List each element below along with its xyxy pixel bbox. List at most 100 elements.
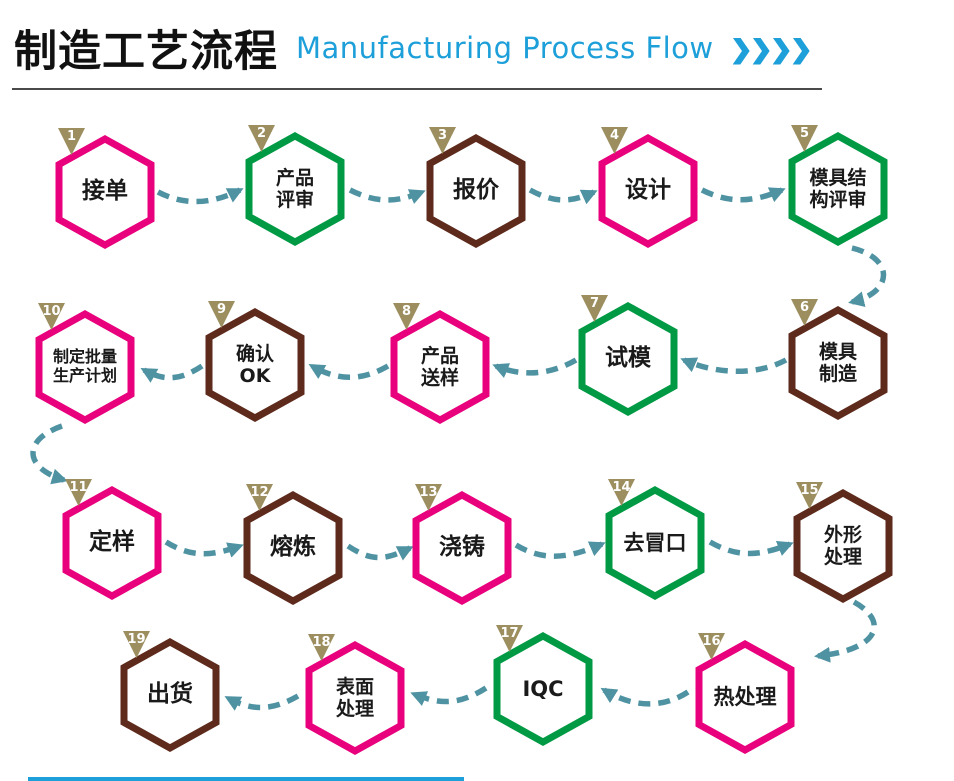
flow-arrow <box>410 685 488 706</box>
step-label: 表面 处理 <box>335 675 374 720</box>
flow-arrow <box>492 357 578 378</box>
flow-arrow <box>346 543 414 561</box>
hexagon-shape <box>305 641 405 755</box>
process-step-1: 接单 1 <box>55 128 155 249</box>
step-label: 产品 评审 <box>275 166 314 211</box>
flow-arrow <box>156 187 244 205</box>
flow-arrow <box>224 693 300 711</box>
page-title-en: Manufacturing Process Flow <box>296 31 714 65</box>
flow-arrow <box>528 187 598 205</box>
step-label: 确认 OK <box>235 342 274 387</box>
page-title-zh: 制造工艺流程 <box>14 27 278 77</box>
process-step-8: 产品 送样 8 <box>390 303 490 424</box>
hexagon-shape <box>788 306 888 420</box>
process-step-13: 浇铸 13 <box>412 484 512 605</box>
step-label: 报价 <box>453 177 499 204</box>
step-number: 14 <box>612 480 631 495</box>
process-step-19: 出货 19 <box>120 631 220 752</box>
flow-arrow <box>600 687 690 707</box>
step-number: 19 <box>127 632 146 647</box>
step-number: 9 <box>216 302 227 317</box>
step-number: 1 <box>66 129 77 144</box>
process-step-4: 设计 4 <box>598 127 698 248</box>
header-divider <box>12 88 822 90</box>
hexagon-shape <box>120 638 220 752</box>
step-number: 15 <box>800 483 819 498</box>
step-number: 10 <box>42 304 61 319</box>
chevron-right-icons <box>730 37 810 65</box>
step-number: 11 <box>69 480 88 495</box>
hexagon-shape <box>243 491 343 605</box>
step-label: 模具 制造 <box>818 340 857 385</box>
step-label: 模具结 构评审 <box>809 166 867 211</box>
step-number: 3 <box>437 128 448 143</box>
flow-arrow <box>164 539 244 558</box>
process-step-7: 试模 7 <box>578 295 678 416</box>
step-label: IQC <box>522 676 564 701</box>
step-number: 18 <box>312 635 331 650</box>
process-step-5: 模具结 构评审 5 <box>788 125 888 246</box>
flow-arrow <box>348 187 426 204</box>
chevron-icon <box>732 37 750 65</box>
process-step-10: 制定批量 生产计划 10 <box>35 303 135 424</box>
hexagon-shape <box>793 489 893 603</box>
flow-arrow <box>680 357 788 374</box>
step-label: 浇铸 <box>439 534 485 561</box>
hexagon-shape <box>245 132 345 246</box>
process-step-18: 表面 处理 18 <box>305 634 405 755</box>
process-step-12: 熔炼 12 <box>243 484 343 605</box>
hexagon-shape <box>35 310 135 424</box>
flow-arrow <box>814 599 877 663</box>
step-label: 接单 <box>82 178 128 205</box>
step-number: 2 <box>256 126 267 141</box>
step-label: 试模 <box>605 345 651 372</box>
step-label: 制定批量 生产计划 <box>52 347 117 385</box>
flow-arrow <box>848 245 886 307</box>
hexagon-shape <box>55 135 155 249</box>
step-label: 热处理 <box>713 684 777 709</box>
step-number: 13 <box>419 485 438 500</box>
hexagon-shape <box>426 134 526 248</box>
flow-arrow <box>308 363 390 380</box>
step-number: 5 <box>799 126 810 141</box>
process-step-3: 报价 3 <box>426 127 526 248</box>
process-step-17: IQC 17 <box>493 625 593 746</box>
process-step-9: 确认 OK 9 <box>205 301 305 422</box>
flow-arrow <box>30 423 68 485</box>
step-label: 熔炼 <box>270 534 316 561</box>
step-number: 8 <box>401 304 412 319</box>
step-label: 设计 <box>625 177 671 204</box>
step-label: 外形 处理 <box>823 523 862 568</box>
step-label: 产品 送样 <box>420 344 459 389</box>
hexagon-shape <box>695 640 795 754</box>
hexagon-shape <box>605 486 705 600</box>
chevron-icon <box>792 37 810 65</box>
chevron-icon <box>772 37 790 65</box>
hexagon-shape <box>412 491 512 605</box>
step-number: 16 <box>702 634 721 649</box>
step-number: 7 <box>589 296 600 311</box>
header: 制造工艺流程 Manufacturing Process Flow <box>14 16 954 80</box>
process-step-15: 外形 处理 15 <box>793 482 893 603</box>
process-step-6: 模具 制造 6 <box>788 299 888 420</box>
process-step-11: 定样 11 <box>62 479 162 600</box>
hexagon-shape <box>205 308 305 422</box>
step-number: 4 <box>609 128 620 143</box>
flow-arrow <box>708 539 794 557</box>
step-label: 出货 <box>147 681 193 708</box>
process-step-16: 热处理 16 <box>695 633 795 754</box>
bottom-accent-line <box>28 777 464 781</box>
step-number: 12 <box>250 485 269 500</box>
step-label: 定样 <box>89 529 135 556</box>
step-number: 6 <box>799 300 810 315</box>
step-label: 去冒口 <box>623 530 687 555</box>
chevron-icon <box>752 37 770 65</box>
step-number: 17 <box>500 626 519 641</box>
hexagon-shape <box>493 632 593 746</box>
hexagon-shape <box>788 132 888 246</box>
hexagon-shape <box>390 310 490 424</box>
hexagon-shape <box>598 134 698 248</box>
flow-arrow <box>140 363 204 383</box>
process-step-14: 去冒口 14 <box>605 479 705 600</box>
